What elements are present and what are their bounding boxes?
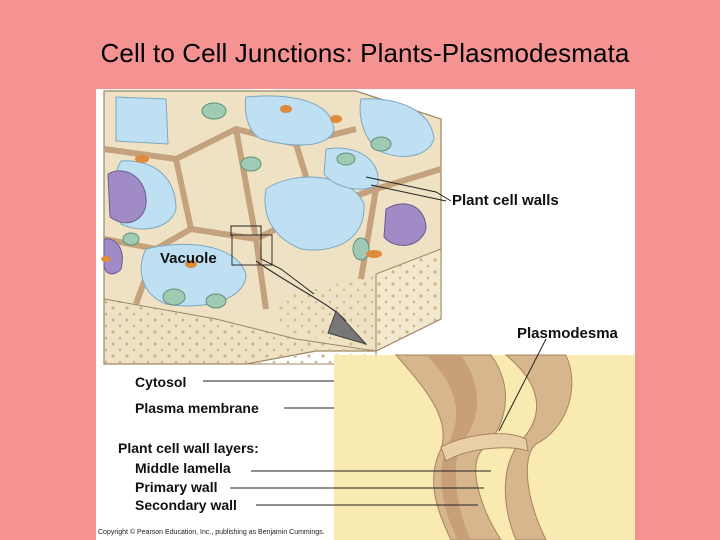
plasmodesmata-figure: Plant cell walls Vacuole Plasmodesma Cyt…: [96, 89, 635, 540]
slide-title: Cell to Cell Junctions: Plants-Plasmodes…: [100, 38, 630, 68]
label-plasmodesma: Plasmodesma: [517, 325, 618, 342]
label-middle-lamella: Middle lamella: [135, 460, 231, 476]
label-vacuole: Vacuole: [160, 250, 217, 267]
label-plant-cell-walls: Plant cell walls: [452, 192, 559, 209]
mitochondria: [101, 105, 382, 268]
enlarged-panel: [334, 354, 635, 540]
label-secondary-wall: Secondary wall: [135, 497, 237, 513]
vacuoles: [113, 95, 435, 307]
chloroplasts: [122, 102, 392, 309]
zoom-region-box: [231, 234, 273, 266]
diagram-artwork: [101, 90, 635, 540]
copyright-notice: Copyright © Pearson Education, Inc., pub…: [98, 529, 325, 536]
zoom-arrow: [327, 310, 368, 345]
label-plasma-membrane: Plasma membrane: [135, 400, 259, 416]
leader-lines: [203, 176, 547, 506]
label-cytosol: Cytosol: [135, 374, 187, 390]
label-wall-layers-heading: Plant cell wall layers:: [118, 440, 259, 456]
nuclei: [103, 170, 427, 275]
label-primary-wall: Primary wall: [135, 479, 218, 495]
